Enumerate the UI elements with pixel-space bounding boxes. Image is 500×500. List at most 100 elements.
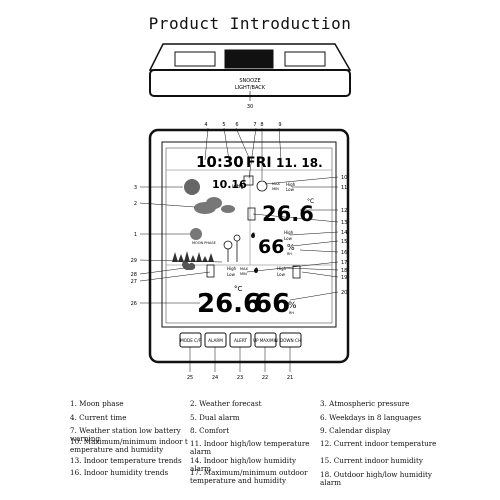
callout-10: 10 bbox=[341, 175, 347, 181]
leader-lines bbox=[139, 127, 339, 372]
alert-button-label: ALERT bbox=[234, 338, 247, 343]
indoor-hum-high-label: High bbox=[284, 230, 294, 235]
snooze-label: SNOOZE bbox=[239, 78, 260, 84]
callout-19: 19 bbox=[341, 275, 347, 281]
date-display: 11. 18. bbox=[276, 156, 323, 170]
legend-item-1: 1. Moon phase bbox=[70, 399, 124, 408]
page-title: Product Introduction bbox=[148, 14, 352, 33]
outdoor-temp-trend-icon bbox=[206, 264, 215, 278]
callout-6: 6 bbox=[235, 122, 238, 128]
indoor-humidity-drop-icon bbox=[251, 232, 255, 238]
legend-item-13: 13. Indoor temperature trends bbox=[70, 456, 182, 465]
mode-button-label: MODE C/F bbox=[180, 338, 201, 343]
indoor-temp-display: 26.6 bbox=[262, 202, 314, 226]
legend-item-15: 15. Current indoor humidity bbox=[320, 456, 423, 465]
indoor-hum-low-label: Low bbox=[284, 236, 293, 241]
alert-button[interactable]: ALERT bbox=[229, 332, 252, 348]
legend-item-3: 3. Atmospheric pressure bbox=[320, 399, 410, 408]
legend-item-12: 12. Current indoor temperature bbox=[320, 439, 437, 448]
callout-22: 22 bbox=[262, 375, 268, 381]
outdoor-temp-low-label: Low bbox=[227, 272, 236, 277]
outdoor-hum-high-label: High bbox=[277, 266, 287, 271]
callout-3: 3 bbox=[134, 185, 137, 191]
indoor-rh-label: RH bbox=[287, 252, 292, 256]
callout-5: 5 bbox=[222, 122, 225, 128]
callout-2: 2 bbox=[134, 201, 137, 207]
callout-24: 24 bbox=[212, 375, 218, 381]
outdoor-humidity-display: 66 bbox=[254, 289, 290, 319]
up-button[interactable]: UP MAX/MIN bbox=[253, 332, 278, 348]
pressure-display: 10.16 bbox=[212, 178, 247, 191]
time-display: 10:30 bbox=[196, 153, 244, 171]
flower-icon bbox=[223, 234, 241, 262]
legend-item-7: 7. Weather station low battery warning bbox=[70, 426, 181, 444]
legend-item-17: 17. Maximum/minimum outdoor temperature … bbox=[190, 468, 308, 486]
outdoor-hum-low-label: Low bbox=[277, 272, 286, 277]
alarm-button[interactable]: ALARM bbox=[204, 332, 227, 348]
callout-30: 30 bbox=[247, 104, 253, 110]
up-button-label: UP MAX/MIN bbox=[253, 338, 278, 343]
callout-26: 26 bbox=[131, 301, 137, 307]
callout-29: 29 bbox=[131, 258, 137, 264]
outdoor-min-label: MIN bbox=[240, 272, 247, 276]
callout-15: 15 bbox=[341, 239, 347, 245]
house-icon bbox=[243, 175, 254, 186]
callout-9: 9 bbox=[278, 122, 281, 128]
light-back-label: LIGHT/BACK bbox=[235, 85, 266, 91]
callout-12: 12 bbox=[341, 208, 347, 214]
scenery-icon bbox=[172, 251, 214, 262]
callout-1: 1 bbox=[134, 232, 137, 238]
alarm-button-label: ALARM bbox=[208, 338, 223, 343]
callout-16: 16 bbox=[341, 250, 347, 256]
callout-18: 18 bbox=[341, 268, 347, 274]
moon-phase-label: MOON PHASE bbox=[192, 241, 216, 245]
pressure-unit: inHg bbox=[232, 184, 244, 190]
callout-23: 23 bbox=[237, 375, 243, 381]
weekday-display: FRI bbox=[246, 155, 272, 171]
moon-phase-icon bbox=[190, 228, 202, 240]
callout-20: 20 bbox=[341, 290, 347, 296]
outdoor-temp-high-label: High bbox=[227, 266, 237, 271]
down-button[interactable]: DOWN CH bbox=[279, 332, 302, 348]
legend-item-16: 16. Indoor humidity trends bbox=[70, 468, 169, 477]
moon-icon bbox=[184, 179, 200, 195]
outdoor-temp-unit: °C bbox=[234, 285, 243, 293]
indoor-min-label: MIN bbox=[272, 187, 279, 191]
outdoor-rh-label: RH bbox=[289, 311, 294, 315]
legend-item-10: 10. Maximum/minimum indoor t emperature … bbox=[70, 437, 188, 455]
comfort-icon bbox=[256, 180, 268, 192]
signal-icon bbox=[182, 261, 196, 270]
legend-item-9: 9. Calendar display bbox=[320, 426, 391, 435]
callout-7: 7 bbox=[253, 122, 256, 128]
legend-item-4: 4. Current time bbox=[70, 413, 127, 422]
device-diagram: SNOOZE LIGHT/BACK 30 10:30 FRI 11. 18. 1… bbox=[131, 43, 352, 381]
outdoor-temp-display: 26.6 bbox=[197, 289, 261, 319]
callout-8: 8 bbox=[260, 122, 263, 128]
indoor-temp-unit: °C bbox=[307, 198, 314, 205]
cloud-icon bbox=[194, 197, 235, 214]
outdoor-humidity-drop-icon bbox=[254, 267, 258, 273]
down-button-label: DOWN CH bbox=[280, 338, 301, 343]
outdoor-humidity-unit: % bbox=[288, 301, 297, 311]
mode-button[interactable]: MODE C/F bbox=[179, 332, 202, 348]
callout-11: 11 bbox=[341, 185, 347, 191]
indoor-temp-low-label: Low bbox=[286, 187, 295, 192]
indoor-temp-high-label: High bbox=[286, 182, 296, 187]
callout-21: 21 bbox=[287, 375, 293, 381]
callout-28: 28 bbox=[131, 272, 137, 278]
callout-14: 14 bbox=[341, 230, 347, 236]
outdoor-humidity-trend-icon bbox=[292, 265, 301, 279]
lcd-screen bbox=[161, 141, 337, 328]
indoor-humidity-unit: % bbox=[287, 243, 295, 252]
legend-item-11: 11. Indoor high/low temperature alarm bbox=[190, 439, 310, 457]
callout-4: 4 bbox=[204, 122, 207, 128]
legend-item-18: 18. Outdoor high/low humidity alarm bbox=[320, 470, 432, 488]
legend-item-8: 8. Comfort bbox=[190, 426, 230, 435]
indoor-max-label: MAX bbox=[272, 182, 281, 186]
callout-27: 27 bbox=[131, 279, 137, 285]
callout-25: 25 bbox=[187, 375, 193, 381]
callout-17: 17 bbox=[341, 260, 347, 266]
device-frame bbox=[148, 128, 350, 364]
callout-13: 13 bbox=[341, 220, 347, 226]
legend-item-6: 6. Weekdays in 8 languages bbox=[320, 413, 422, 422]
